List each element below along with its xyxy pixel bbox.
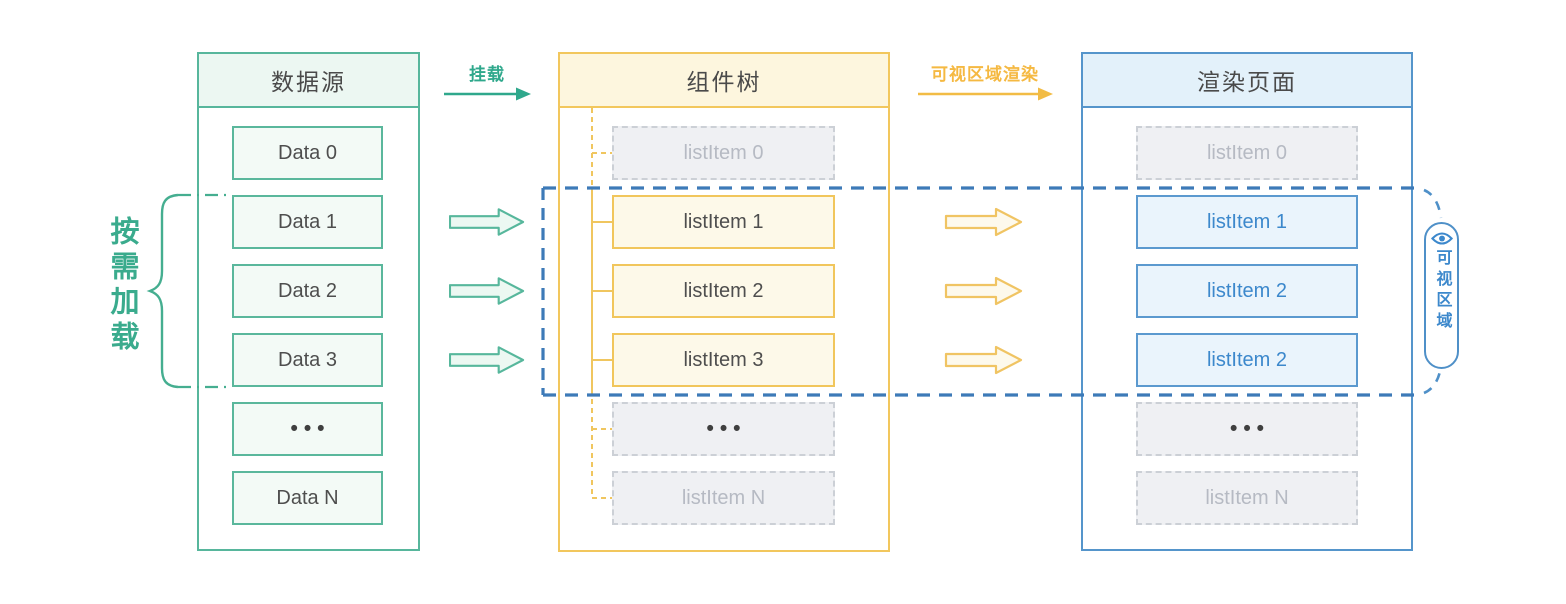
on-demand-load-note: 按需加载 — [106, 216, 138, 356]
column-header: 组件树 — [560, 54, 888, 108]
list-item: Data 1 — [232, 195, 383, 249]
column-title: 数据源 — [271, 69, 346, 95]
list-item: listItem 1 — [1136, 195, 1358, 249]
mount-arrow-label: 挂载 — [469, 65, 505, 84]
column-title: 渲染页面 — [1197, 69, 1297, 95]
viewport-badge-label: 可视区域 — [1433, 249, 1451, 333]
viewport-render-arrow — [918, 87, 1053, 101]
list-item: listItem 2 — [1136, 264, 1358, 318]
list-item: Data 2 — [232, 264, 383, 318]
data-to-tree-arrows — [449, 208, 525, 374]
column-header: 数据源 — [199, 54, 418, 108]
list-item: listItem 2 — [612, 264, 835, 318]
tree-to-page-arrows — [944, 207, 1023, 375]
mount-arrow — [444, 87, 531, 101]
ellipsis-item: ••• — [612, 402, 835, 456]
list-item: listItem 1 — [612, 195, 835, 249]
list-item: listItem 0 — [1136, 126, 1358, 180]
eye-icon — [1430, 232, 1453, 245]
viewport-badge: 可视区域 — [1424, 222, 1459, 369]
viewport-render-arrow-label: 可视区域渲染 — [931, 65, 1039, 84]
list-item: listItem 3 — [612, 333, 835, 387]
ellipsis-item: ••• — [1136, 402, 1358, 456]
column-header: 渲染页面 — [1083, 54, 1411, 108]
column-title: 组件树 — [686, 69, 762, 95]
ellipsis-item: ••• — [232, 402, 383, 456]
list-item: listItem 2 — [1136, 333, 1358, 387]
list-item: Data N — [232, 471, 383, 525]
list-item: listItem N — [1136, 471, 1358, 525]
list-item: listItem 0 — [612, 126, 835, 180]
list-item: Data 0 — [232, 126, 383, 180]
list-item: listItem N — [612, 471, 835, 525]
list-item: Data 3 — [232, 333, 383, 387]
